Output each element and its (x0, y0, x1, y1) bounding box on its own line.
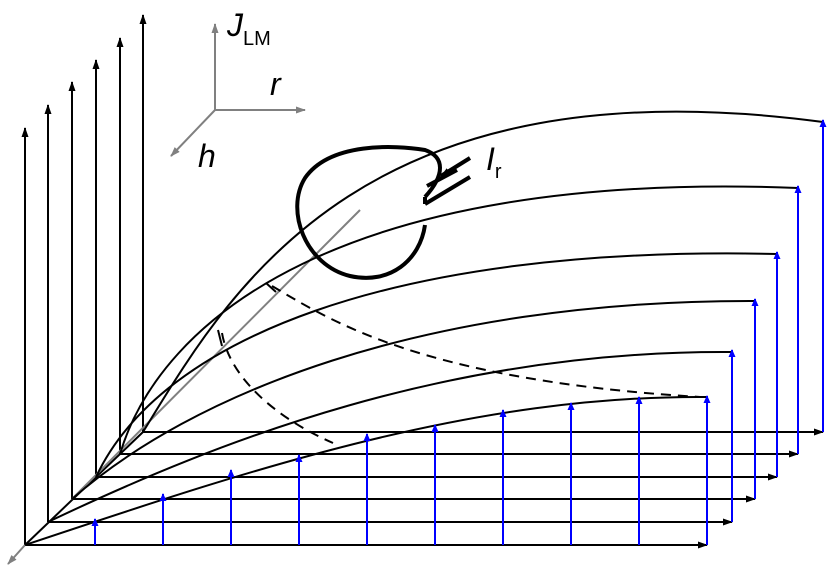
h-axis-label: h (198, 138, 216, 174)
tick-mark-2 (217, 329, 223, 347)
depth-axis-gray-tip (7, 544, 26, 565)
profile-curve-1 (24, 395, 708, 546)
dashed-curve-outer (271, 285, 701, 398)
dashed-curve-inner (221, 332, 334, 444)
profile-curve-5 (119, 185, 799, 455)
profile-curve-3 (71, 299, 756, 500)
profile-curve-4 (95, 252, 778, 478)
profile-curves (24, 110, 824, 546)
current-label: Ir (486, 141, 502, 183)
r-axis-label: r (270, 66, 282, 102)
current-loop-lead-3 (426, 168, 458, 188)
vertical-axis-label: JLM (226, 7, 271, 50)
edge-vectors (728, 119, 827, 522)
profile-curve-6 (142, 110, 824, 433)
coordinate-triad (170, 23, 306, 157)
profile-curve-2 (47, 350, 733, 523)
dashed-curves (221, 285, 701, 444)
triad-h-axis (170, 109, 216, 157)
tick-mark-1 (265, 282, 277, 293)
horizontal-axes (25, 428, 824, 549)
current-loop (295, 145, 442, 280)
vertical-axes (21, 14, 147, 545)
front-layer-vectors (91, 395, 711, 545)
current-arrow (439, 156, 472, 178)
current-loop-lead-2 (423, 175, 472, 206)
